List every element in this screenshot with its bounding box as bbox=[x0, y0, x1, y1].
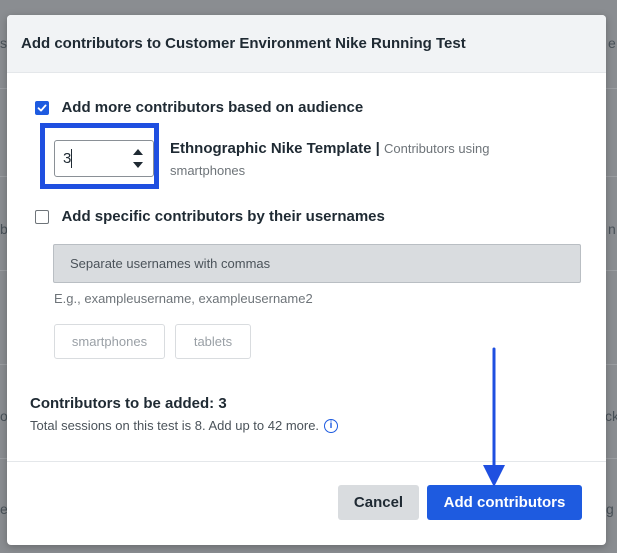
background-text: e bbox=[0, 501, 8, 517]
template-description-text: Contributors using smartphones bbox=[170, 141, 490, 178]
cancel-button[interactable]: Cancel bbox=[338, 485, 419, 520]
add-contributors-button[interactable]: Add contributors bbox=[427, 485, 582, 520]
modal-title: Add contributors to Customer Environment… bbox=[21, 35, 466, 52]
username-checkbox[interactable] bbox=[35, 209, 49, 224]
audience-checkbox-label: Add more contributors based on audience bbox=[61, 99, 364, 117]
username-checkbox-label: Add specific contributors by their usern… bbox=[61, 208, 385, 226]
stepper-down-icon[interactable] bbox=[133, 162, 143, 168]
background-text: ol bbox=[0, 408, 11, 424]
background-text: e bbox=[608, 35, 616, 51]
background-text: s bbox=[0, 35, 7, 51]
quantity-value: 3 bbox=[63, 150, 72, 167]
info-icon[interactable]: i bbox=[324, 418, 339, 433]
footer-divider bbox=[7, 461, 606, 462]
username-checkbox-row[interactable]: Add specific contributors by their usern… bbox=[35, 208, 385, 226]
add-contributors-modal: Add contributors to Customer Environment… bbox=[7, 15, 606, 545]
modal-header: Add contributors to Customer Environment… bbox=[7, 15, 606, 73]
text-caret bbox=[71, 149, 72, 168]
background-text: g bbox=[606, 501, 614, 517]
checkmark-icon bbox=[37, 104, 47, 112]
input-highlight-box bbox=[40, 123, 159, 189]
username-example: E.g., exampleusername, exampleusername2 bbox=[54, 291, 313, 306]
template-description: Ethnographic Nike Template | Contributor… bbox=[170, 138, 530, 182]
background-text: n bbox=[608, 221, 616, 237]
annotation-arrow-icon bbox=[483, 347, 505, 487]
contributor-quantity-stepper[interactable]: 3 bbox=[54, 140, 154, 177]
audience-checkbox-row[interactable]: Add more contributors based on audience bbox=[35, 99, 363, 117]
template-separator: | bbox=[371, 140, 384, 157]
stepper-controls[interactable] bbox=[129, 146, 147, 172]
usernames-input[interactable] bbox=[53, 244, 581, 283]
tag-tablets[interactable]: tablets bbox=[175, 324, 251, 359]
sessions-summary: Total sessions on this test is 8. Add up… bbox=[30, 418, 339, 433]
background-text: ck bbox=[605, 408, 617, 424]
background-text: b bbox=[0, 221, 8, 237]
stepper-up-icon[interactable] bbox=[133, 149, 143, 155]
template-name: Ethnographic Nike Template bbox=[170, 140, 372, 157]
tag-smartphones[interactable]: smartphones bbox=[54, 324, 165, 359]
contributors-count: Contributors to be added: 3 bbox=[30, 395, 227, 412]
audience-checkbox[interactable] bbox=[35, 100, 49, 115]
sessions-summary-text: Total sessions on this test is 8. Add up… bbox=[30, 418, 320, 433]
